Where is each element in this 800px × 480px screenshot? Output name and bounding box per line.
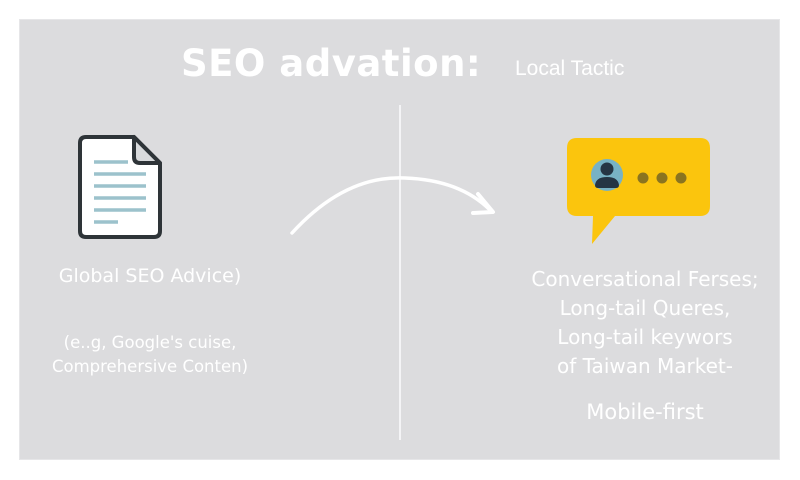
center-divider: [399, 105, 401, 440]
right-line: Long-tail Queres,: [559, 296, 731, 320]
right-footer: Mobile-first: [586, 400, 704, 424]
chat-bubble-user-typing-icon: [567, 138, 710, 244]
right-description: Conversational Ferses; Long-tail Queres,…: [505, 265, 785, 381]
right-line: Conversational Ferses;: [531, 267, 759, 291]
diagram-title: SEO advation:: [181, 42, 482, 85]
document-icon: [78, 135, 162, 239]
left-example-line: Comprehersive Conten): [51, 357, 249, 376]
curved-arrow-right-icon: [290, 176, 495, 235]
left-example-line: (e..g, Google's cuise,: [63, 333, 237, 352]
right-line: Long-tail keywors: [557, 325, 733, 349]
right-line: of Taiwan Market-: [557, 354, 733, 378]
left-heading: Global SEO Advice): [58, 265, 242, 287]
left-example: (e..g, Google's cuise, Comprehersive Con…: [30, 331, 270, 379]
diagram-subtitle: Local Tactic: [515, 57, 625, 80]
